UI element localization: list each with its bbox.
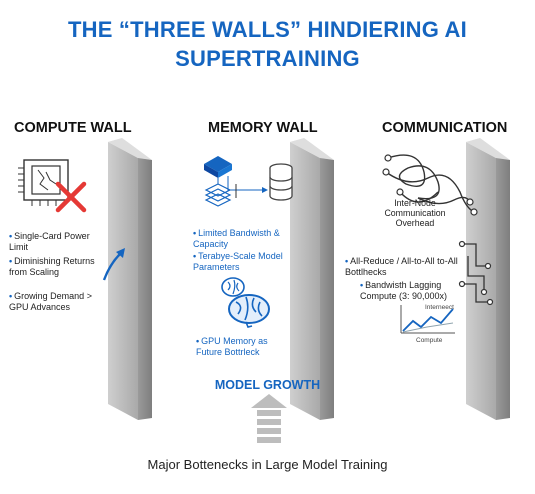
tangled-network-icon bbox=[382, 154, 478, 216]
communication-heading: COMMUNICATION bbox=[382, 120, 508, 136]
chart-x-label: Compute bbox=[416, 337, 443, 344]
memory-bullet-1: •Limited Bandwisth & Capacity bbox=[193, 228, 280, 249]
model-growth-label: MODEL GROWTH bbox=[214, 378, 321, 392]
arrow-up-icon bbox=[102, 248, 125, 281]
comm-line-1: Inter-Node Communication Overhead bbox=[384, 198, 446, 229]
memory-stack-icon bbox=[204, 156, 232, 207]
database-icon bbox=[269, 163, 293, 201]
connector-lines bbox=[227, 176, 268, 198]
growth-arrow-icon bbox=[251, 394, 287, 443]
compute-bullet-2: •Diminishing Returns from Scaling bbox=[9, 256, 95, 277]
brain-icon-small bbox=[221, 277, 245, 297]
line-chart-icon bbox=[400, 305, 455, 334]
compute-bullet-1: •Single-Card Power Limit bbox=[9, 231, 90, 252]
chip-icon bbox=[18, 159, 69, 206]
comm-bullet-3: •Bandwisth Lagging Compute (3: 90,000x) bbox=[360, 280, 448, 301]
brain-icon bbox=[228, 294, 270, 328]
caption: Major Bottenecks in Large Model Training bbox=[147, 457, 388, 472]
circuit-icon bbox=[458, 240, 494, 306]
memory-wall-heading: MEMORY WALL bbox=[208, 120, 318, 136]
compute-wall-heading: COMPUTE WALL bbox=[14, 120, 132, 136]
compute-bullet-3: •Growing Demand > GPU Advances bbox=[9, 291, 92, 312]
title-line-2: SUPERTRAINING bbox=[175, 46, 360, 71]
memory-bullet-2: •Terabye-Scale Model Parameters bbox=[193, 251, 283, 272]
title-line-1: THE “THREE WALLS” HINDIERING AI bbox=[68, 17, 467, 42]
comm-bullet-2: •All-Reduce / All-to-All to-All Bottlhec… bbox=[345, 256, 458, 277]
chart-series-label: Interneect bbox=[425, 304, 454, 311]
memory-bullet-3: •GPU Memory as Future Bottrleck bbox=[196, 336, 268, 357]
cross-icon bbox=[55, 181, 87, 213]
